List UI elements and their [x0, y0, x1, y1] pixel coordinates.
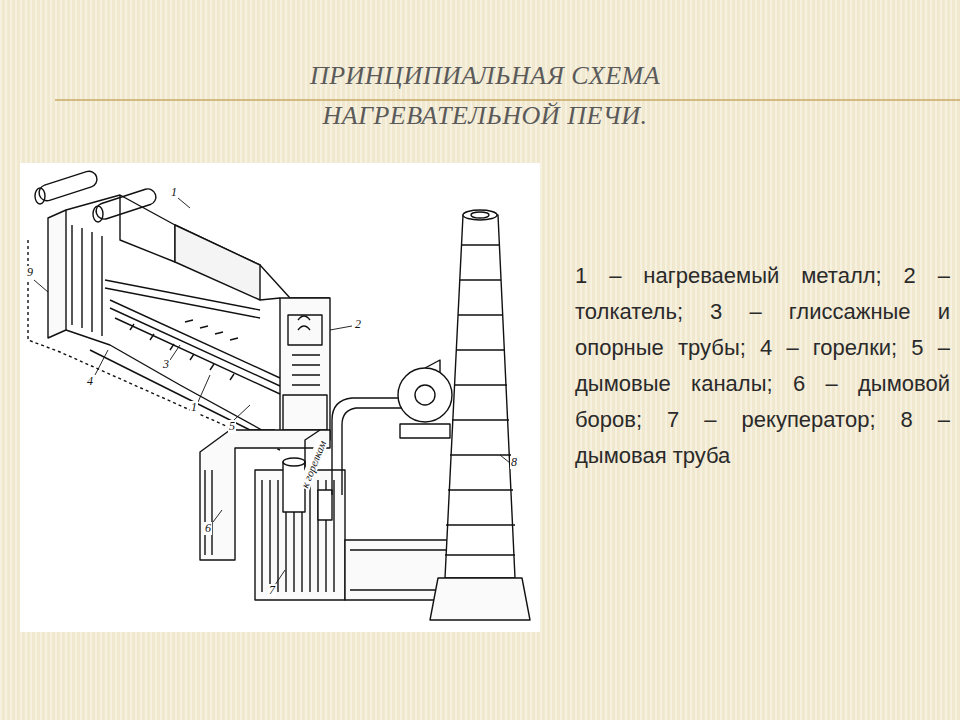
callout-number: 8 [510, 456, 518, 469]
picture-ground [20, 163, 540, 632]
callout-number: 6 [204, 522, 212, 535]
callout-number: 3 [162, 358, 170, 371]
callout-number: 7 [268, 584, 276, 597]
callout-number: 1 [170, 186, 178, 199]
callout-number: 9 [26, 266, 34, 279]
slide-title: ПРИНЦИПИАЛЬНАЯ СХЕМА НАГРЕВАТЕЛЬНОЙ ПЕЧИ… [260, 56, 710, 136]
callout-number: 2 [354, 318, 362, 331]
callout-number: 1 [190, 401, 198, 414]
callout-number: 5 [228, 420, 236, 433]
furnace-drawing [28, 169, 530, 620]
title-rule [55, 99, 960, 101]
key-text: 1 – нагреваемый металл; 2 – толкатель; 3… [575, 258, 950, 474]
callout-number: 4 [86, 375, 94, 388]
